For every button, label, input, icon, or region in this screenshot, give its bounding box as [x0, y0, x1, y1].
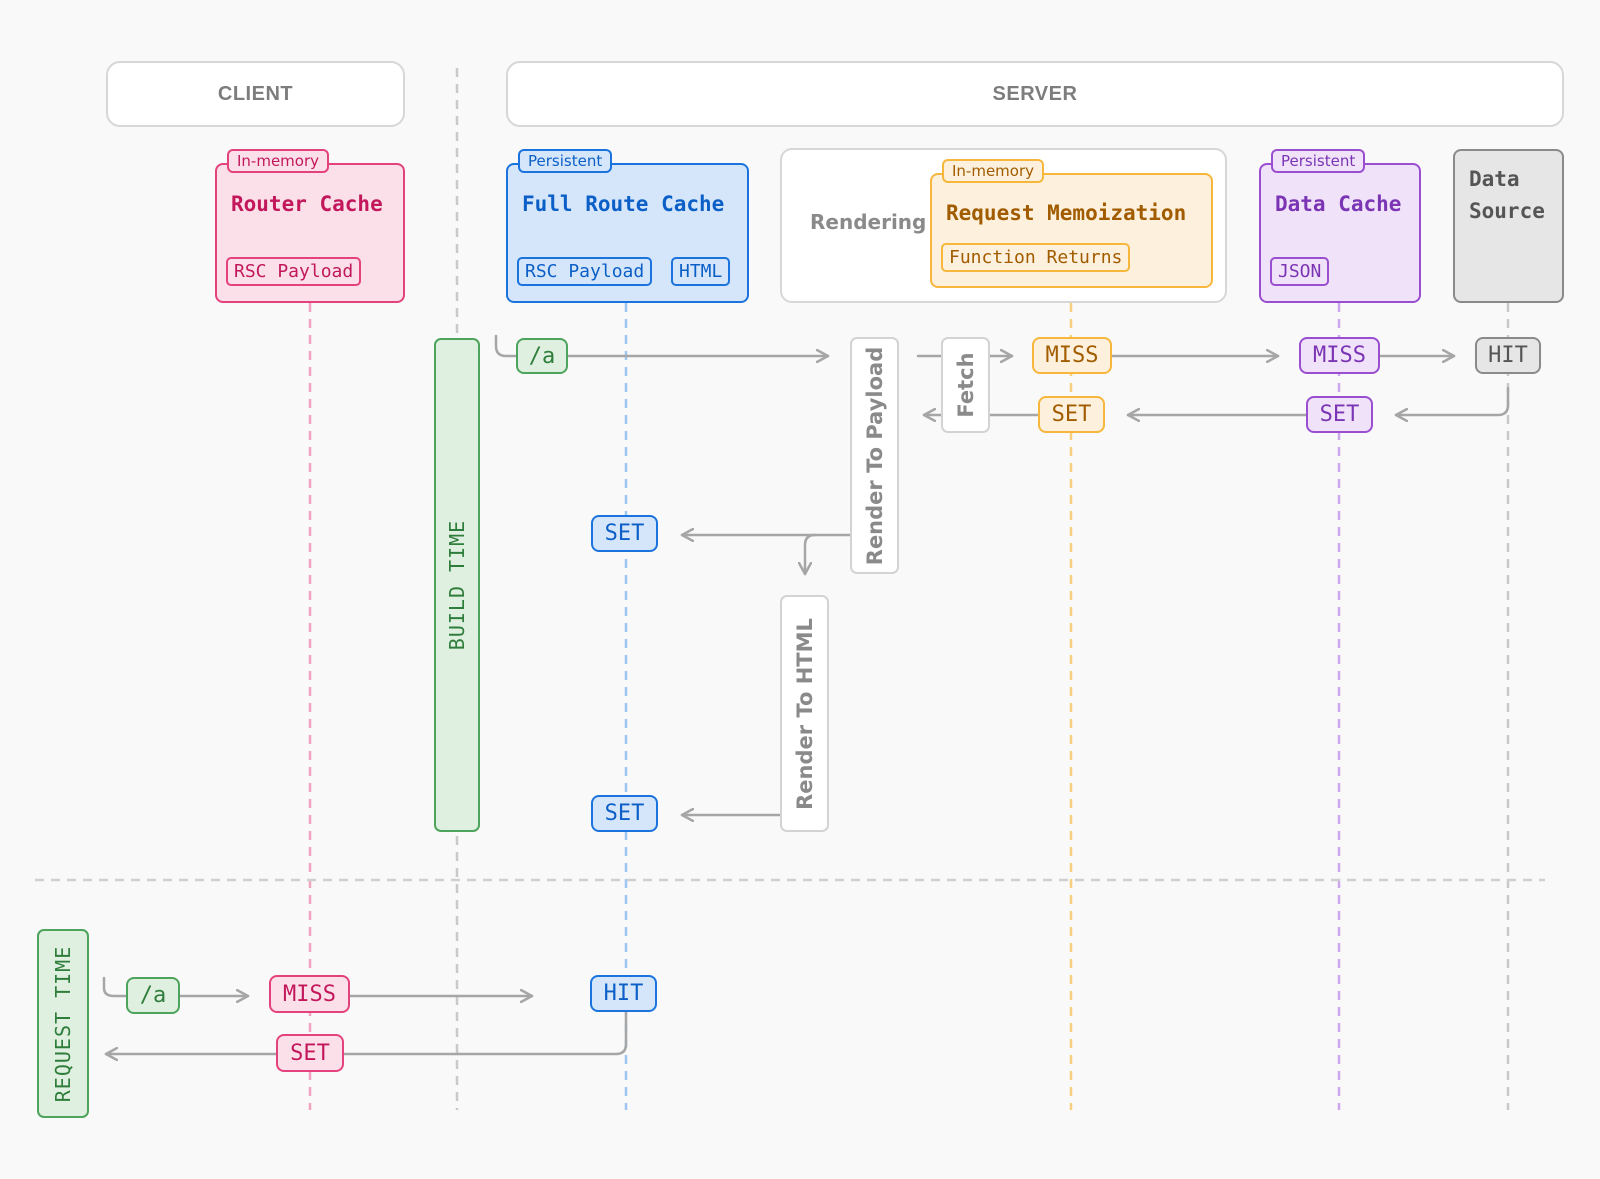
- router-miss-pill: MISS: [269, 975, 350, 1013]
- render-to-html-label: Render To HTML: [792, 617, 817, 810]
- request-memoization-tag: In-memory: [942, 159, 1045, 183]
- router-set-pill: SET: [276, 1034, 344, 1072]
- rendering-label: Rendering: [810, 210, 927, 234]
- router-cache-chip: RSC Payload: [226, 257, 362, 286]
- request-time-bar: REQUEST TIME: [37, 929, 89, 1118]
- data-cache-tag: Persistent: [1271, 149, 1366, 173]
- request-route-pill: /a: [126, 977, 180, 1014]
- data-source-title-line2: Source: [1469, 199, 1545, 223]
- server-header-label: SERVER: [992, 82, 1078, 105]
- request-time-label: REQUEST TIME: [51, 945, 75, 1102]
- full-route-cache-chip-payload: RSC Payload: [517, 257, 653, 286]
- build-time-label: BUILD TIME: [445, 519, 469, 651]
- request-memoization-title: Request Memoization: [946, 201, 1187, 225]
- data-cache-chip: JSON: [1270, 257, 1330, 286]
- fetch-bar: Fetch: [941, 337, 990, 433]
- data-source-title-line1: Data: [1469, 167, 1520, 191]
- fetch-label: Fetch: [953, 352, 978, 418]
- memo-set-pill: SET: [1038, 396, 1105, 433]
- router-cache-tag: In-memory: [227, 149, 330, 173]
- frc-hit-pill: HIT: [590, 975, 657, 1012]
- full-route-cache-tag: Persistent: [518, 149, 613, 173]
- frc-set-html-pill: SET: [591, 795, 658, 832]
- full-route-cache-chip-html: HTML: [671, 257, 731, 286]
- data-source-hit-pill: HIT: [1475, 337, 1541, 374]
- router-cache-title: Router Cache: [231, 192, 383, 216]
- server-header: SERVER: [506, 61, 1564, 127]
- data-cache-title: Data Cache: [1275, 192, 1402, 216]
- frc-set-payload-pill: SET: [591, 515, 658, 552]
- client-header-label: CLIENT: [217, 82, 294, 105]
- data-cache-box: Persistent Data Cache JSON: [1259, 149, 1421, 303]
- render-to-payload-bar: Render To Payload: [850, 337, 899, 574]
- request-memoization-chip: Function Returns: [941, 243, 1131, 272]
- render-to-payload-label: Render To Payload: [862, 346, 887, 565]
- client-header: CLIENT: [106, 61, 405, 127]
- data-source-box: Data Source: [1453, 149, 1564, 303]
- request-memoization-box: In-memory Request Memoization Function R…: [930, 159, 1213, 288]
- memo-miss-pill: MISS: [1032, 337, 1112, 374]
- full-route-cache-title: Full Route Cache: [522, 192, 725, 216]
- build-route-pill: /a: [516, 338, 568, 374]
- router-cache-box: In-memory Router Cache RSC Payload: [215, 149, 405, 303]
- data-cache-miss-pill: MISS: [1299, 337, 1380, 374]
- data-cache-set-pill: SET: [1306, 396, 1373, 433]
- build-time-bar: BUILD TIME: [434, 338, 480, 832]
- full-route-cache-box: Persistent Full Route Cache RSC Payload …: [506, 149, 749, 303]
- render-to-html-bar: Render To HTML: [780, 595, 829, 832]
